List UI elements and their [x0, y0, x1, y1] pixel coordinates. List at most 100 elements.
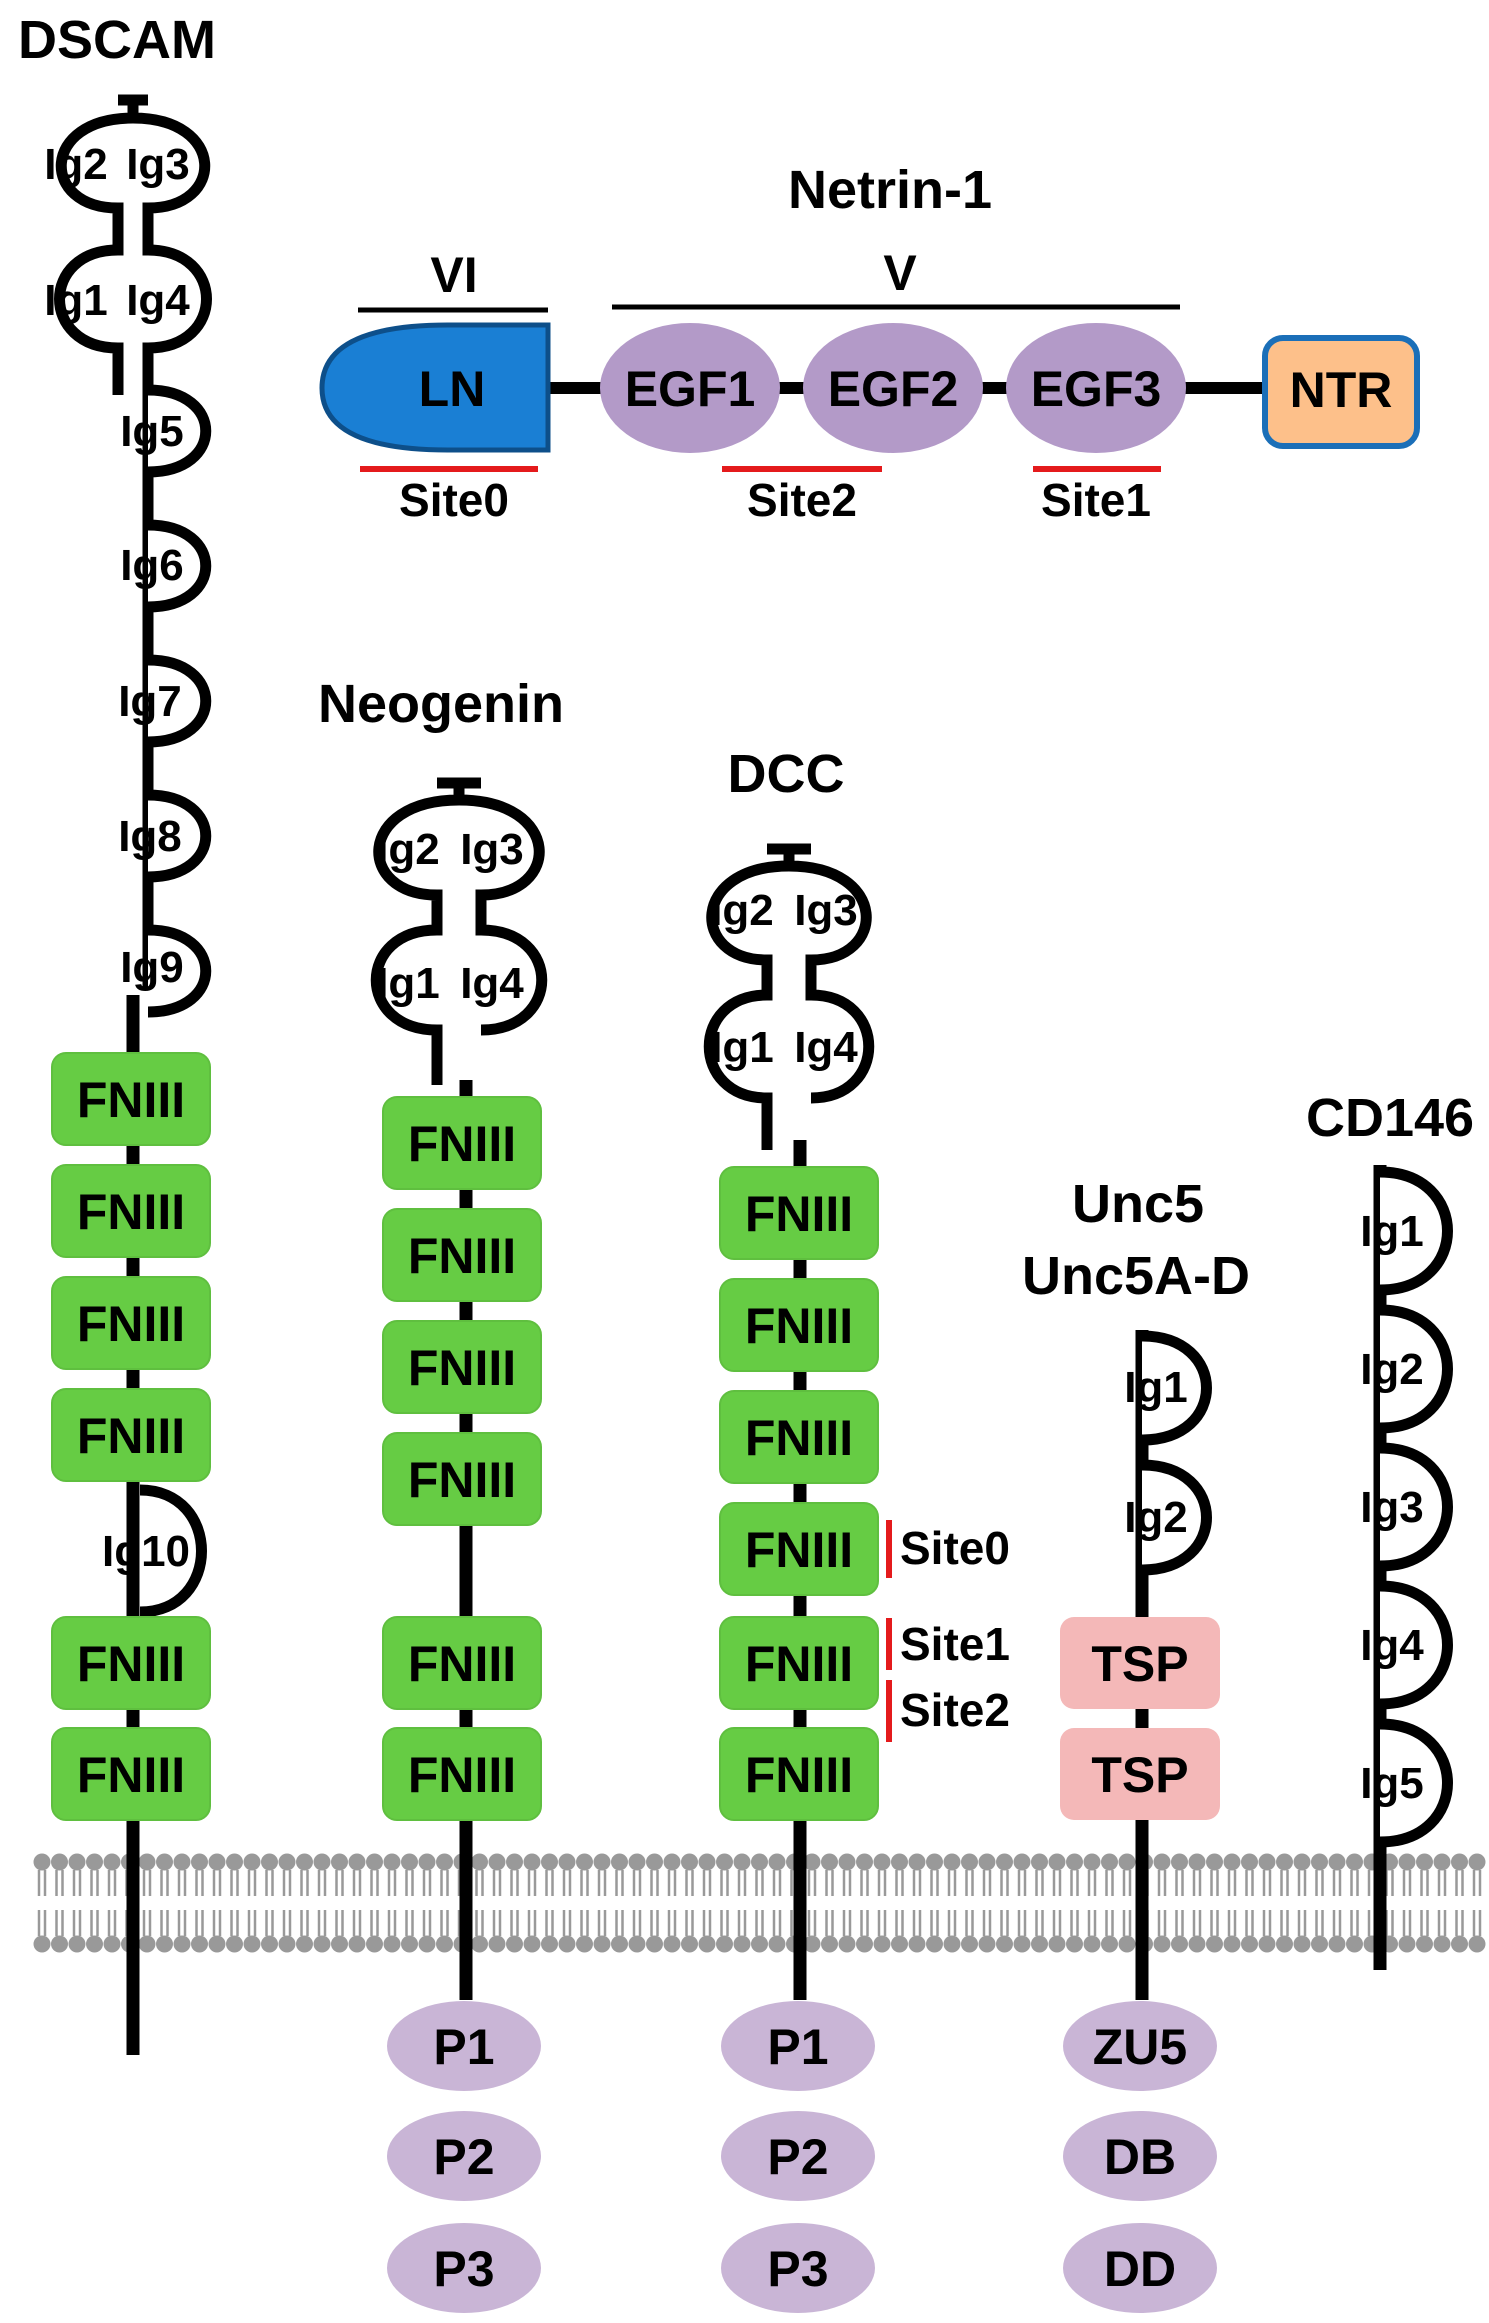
lipid-head — [261, 1935, 278, 1953]
neogenin-p3: P3 — [387, 2223, 541, 2313]
cd146-ig-loops — [1379, 1166, 1453, 1848]
lipid-head — [873, 1935, 891, 1953]
neogenin-fn3-5: FNIII — [382, 1616, 542, 1710]
dscam-ig7-label: Ig7 — [118, 677, 182, 726]
svg-text:FNIII: FNIII — [77, 1296, 185, 1352]
lipid-head — [943, 1935, 961, 1953]
lipid-head — [261, 1853, 278, 1871]
lipid-head — [226, 1853, 243, 1871]
lipid-head — [33, 1853, 51, 1871]
lipid-head — [488, 1853, 506, 1871]
lipid-head — [611, 1853, 628, 1871]
lipid-head — [156, 1935, 173, 1953]
lipid-head — [978, 1935, 996, 1953]
dcc-fn3-1: FNIII — [719, 1166, 879, 1260]
netrin-1-title: Netrin-1 — [788, 160, 992, 220]
unc5-ig2-label: Ig2 — [1124, 1493, 1188, 1542]
lipid-head — [191, 1935, 208, 1953]
dcc-fn3-5: FNIII — [719, 1616, 879, 1710]
lipid-head — [1153, 1853, 1171, 1871]
neogenin-ig3-label: Ig3 — [460, 825, 524, 874]
lipid-head — [523, 1853, 541, 1871]
lipid-head — [961, 1853, 978, 1871]
lipid-head — [1118, 1935, 1136, 1953]
lipid-head — [401, 1935, 418, 1953]
svg-text:FNIII: FNIII — [77, 1636, 185, 1692]
lipid-head — [1241, 1853, 1258, 1871]
dcc-title: DCC — [728, 744, 845, 804]
lipid-head — [541, 1935, 558, 1953]
dscam-ig8-label: Ig8 — [118, 812, 182, 861]
lipid-head — [908, 1853, 926, 1871]
lipid-head — [803, 1935, 821, 1953]
lipid-head — [366, 1853, 383, 1871]
lipid-head — [541, 1853, 558, 1871]
svg-text:DB: DB — [1104, 2129, 1176, 2185]
lipid-head — [1206, 1935, 1223, 1953]
lipid-head — [996, 1853, 1013, 1871]
neogenin-p2: P2 — [387, 2111, 541, 2201]
lipid-head — [1293, 1935, 1311, 1953]
dscam-group: DSCAM Ig2 Ig3 Ig1 Ig4 Ig5 Ig6 Ig7 Ig8 Ig… — [18, 10, 216, 2055]
unc5-tsp-1: TSP — [1060, 1617, 1220, 1709]
lipid-head — [646, 1935, 663, 1953]
lipid-head — [681, 1853, 698, 1871]
lipid-head — [821, 1853, 838, 1871]
lipid-head — [646, 1853, 663, 1871]
ntr-domain — [1262, 335, 1420, 449]
egf3-label: EGF3 — [1031, 361, 1162, 417]
lipid-head — [593, 1935, 611, 1953]
svg-text:ZU5: ZU5 — [1093, 2019, 1187, 2075]
lipid-head — [506, 1853, 523, 1871]
lipid-head — [943, 1853, 961, 1871]
lipid-head — [436, 1935, 453, 1953]
dcc-group: DCC Ig2 Ig3 Ig1 Ig4 FNIII FNIII FNIII FN… — [703, 744, 1010, 2313]
lipid-head — [51, 1853, 68, 1871]
site2-underline — [722, 466, 882, 472]
unc5-db: DB — [1063, 2111, 1217, 2201]
neogenin-fn3-2: FNIII — [382, 1208, 542, 1302]
lipid-head — [296, 1935, 313, 1953]
lipid-head — [331, 1853, 348, 1871]
ln-domain — [319, 322, 551, 453]
lipid-head — [961, 1935, 978, 1953]
dcc-ig1-label: Ig1 — [710, 1023, 774, 1072]
lipid-head — [208, 1853, 226, 1871]
dscam-ig1-label: Ig1 — [44, 276, 108, 325]
lipid-head — [856, 1853, 873, 1871]
lipid-head — [1188, 1853, 1206, 1871]
dscam-ig10-label: Ig10 — [102, 1527, 190, 1576]
lipid-head — [1153, 1935, 1171, 1953]
svg-text:FNIII: FNIII — [745, 1186, 853, 1242]
ntr-label: NTR — [1290, 362, 1393, 418]
lipid-head — [488, 1935, 506, 1953]
lipid-head — [768, 1935, 786, 1953]
lipid-head — [576, 1935, 593, 1953]
lipid-head — [313, 1935, 331, 1953]
lipid-head — [751, 1853, 768, 1871]
lipid-head — [418, 1853, 436, 1871]
neogenin-fn3-1: FNIII — [382, 1096, 542, 1190]
svg-text:FNIII: FNIII — [77, 1072, 185, 1128]
svg-text:DD: DD — [1104, 2241, 1176, 2297]
dscam-fn3-5: FNIII — [51, 1616, 211, 1710]
lipid-head — [628, 1853, 646, 1871]
unc5-dd: DD — [1063, 2223, 1217, 2313]
egf1-label: EGF1 — [625, 361, 756, 417]
dscam-ig2-label: Ig2 — [44, 140, 108, 189]
lipid-head — [51, 1935, 68, 1953]
lipid-head — [191, 1853, 208, 1871]
lipid-head — [768, 1853, 786, 1871]
dcc-ig2-label: Ig2 — [710, 886, 774, 935]
lipid-head — [383, 1935, 401, 1953]
lipid-head — [1398, 1935, 1416, 1953]
lipid-head — [1223, 1935, 1241, 1953]
region-vi-label: VI — [430, 247, 477, 303]
lipid-head — [243, 1935, 261, 1953]
lipid-head — [1206, 1853, 1223, 1871]
lipid-head — [1328, 1935, 1346, 1953]
unc5-tsp-2: TSP — [1060, 1728, 1220, 1820]
lipid-head — [908, 1935, 926, 1953]
svg-text:FNIII: FNIII — [408, 1636, 516, 1692]
lipid-head — [401, 1853, 418, 1871]
